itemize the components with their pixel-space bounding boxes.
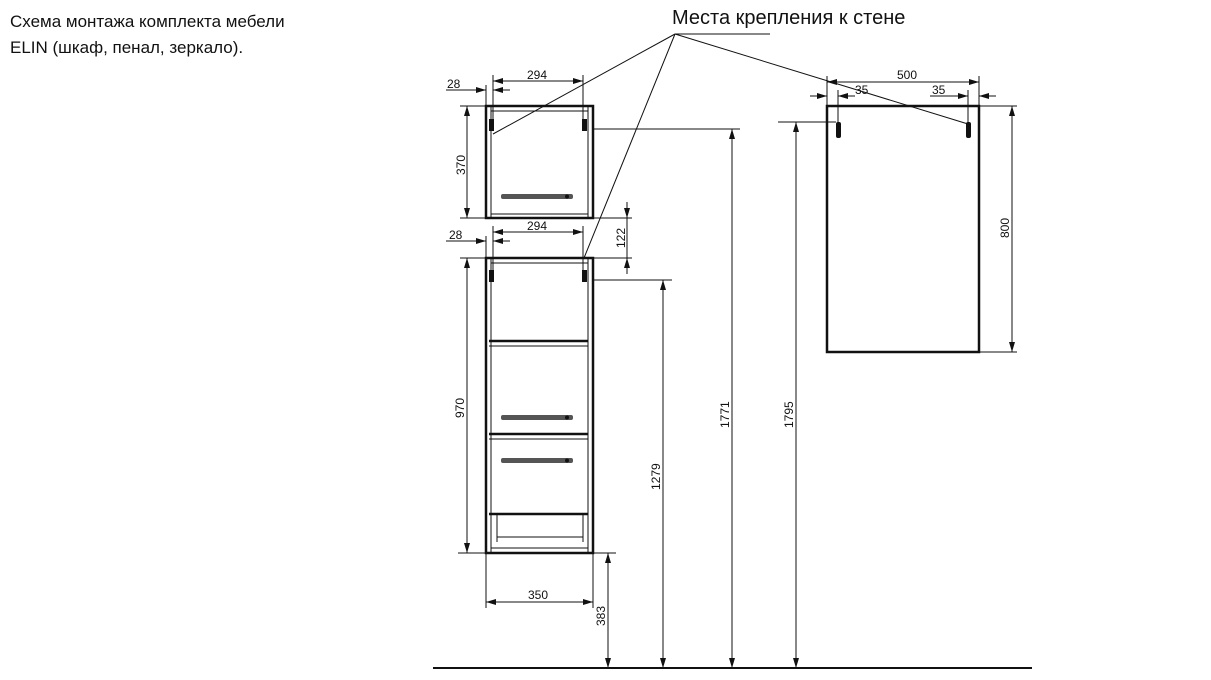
dim-1771: 1771 [718,401,732,428]
title-line-2: ELIN (шкаф, пенал, зеркало). [10,38,244,57]
dim-800: 800 [998,218,1012,238]
dim-294-mid: 294 [527,219,547,233]
mounting-points-label: Места крепления к стене [672,7,905,29]
handle [501,194,573,199]
dim-35-left: 35 [855,83,869,97]
bracket-icon [582,270,587,282]
bracket-icon [582,119,587,131]
dim-122: 122 [614,228,628,248]
dim-1279: 1279 [649,463,663,490]
wall-cabinet-top [484,104,595,220]
dim-28-top: 28 [447,77,461,91]
mirror [825,104,981,354]
bracket-icon [489,270,494,282]
handle [501,415,573,420]
bracket-icon [489,119,494,131]
title-line-1: Схема монтажа комплекта мебели [10,12,285,31]
diagram-title: Схема монтажа комплекта мебели ELIN (шка… [10,9,285,61]
dim-500: 500 [897,68,917,82]
tall-cabinet [484,256,595,555]
bracket-icon [966,122,971,138]
callout-leaders [492,33,969,259]
dim-350: 350 [528,588,548,602]
handle [501,458,573,463]
dim-294-top: 294 [527,68,547,82]
dim-370: 370 [454,155,468,175]
dim-383: 383 [594,606,608,626]
dim-970: 970 [453,398,467,418]
dimension-lines [446,78,1015,668]
dim-1795: 1795 [782,401,796,428]
dim-35-right: 35 [932,83,946,97]
bracket-icon [836,122,841,138]
dim-28-mid: 28 [449,228,463,242]
